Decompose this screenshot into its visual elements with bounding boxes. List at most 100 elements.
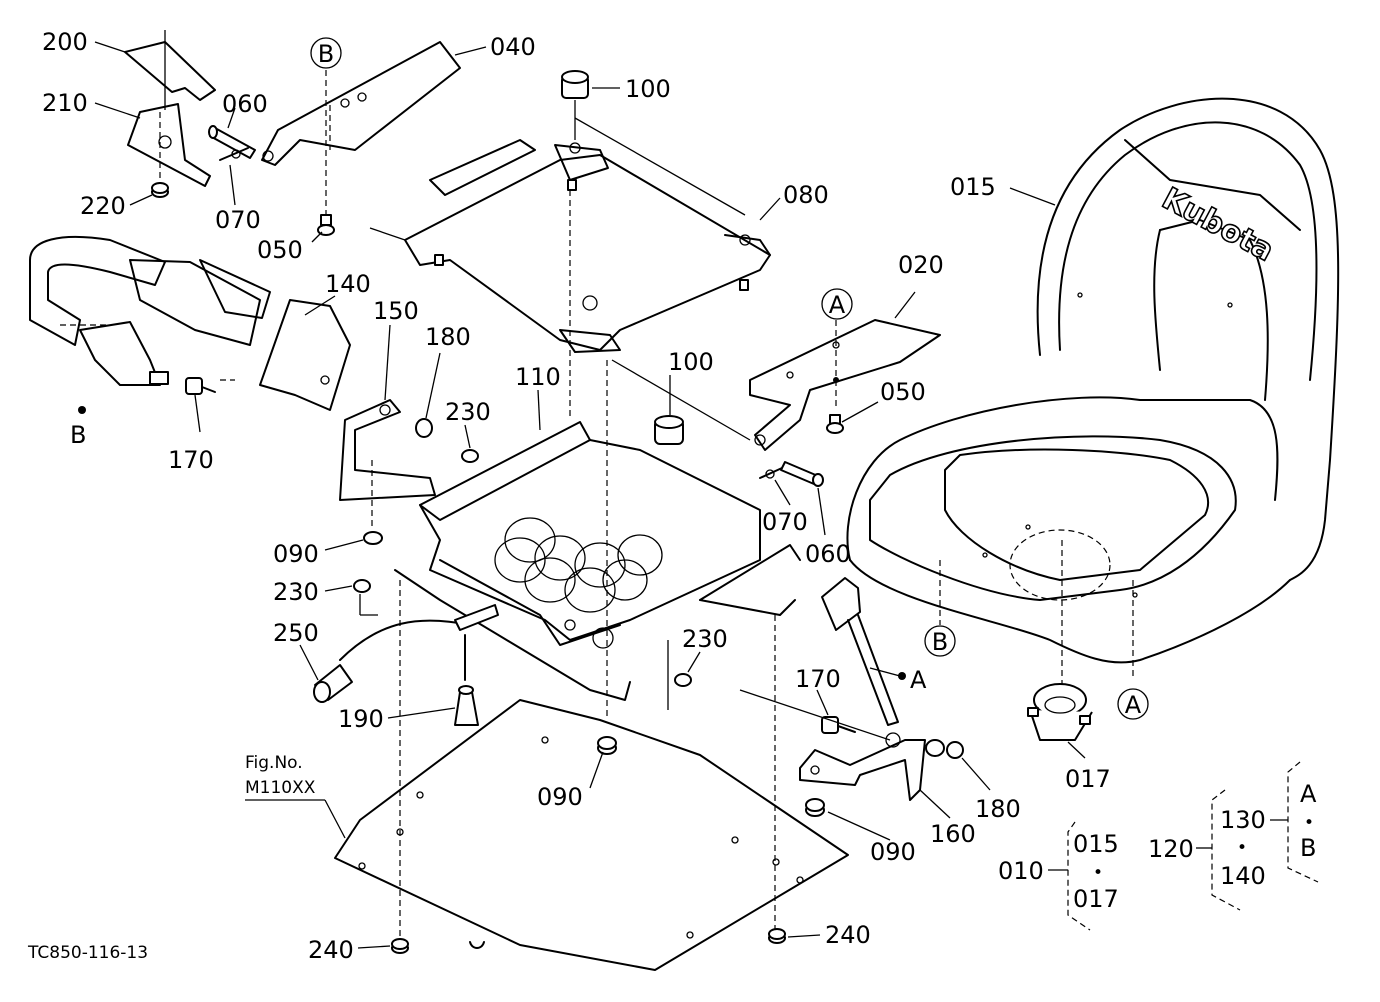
label-150: 150 xyxy=(373,297,419,325)
bolt-050-upper xyxy=(317,70,335,236)
svg-text:A: A xyxy=(1125,691,1142,719)
knob-190 xyxy=(454,634,479,726)
svg-text:•: • xyxy=(1304,813,1314,833)
svg-text:•: • xyxy=(1093,863,1103,883)
label-240-right: 240 xyxy=(825,921,871,949)
label-020: 020 xyxy=(898,251,944,279)
bolt-170-left xyxy=(185,377,216,395)
label-060-right: 060 xyxy=(805,540,851,568)
springs xyxy=(494,517,663,613)
label-250: 250 xyxy=(273,619,319,647)
bracket-200 xyxy=(124,30,216,110)
label-070-upper: 070 xyxy=(215,206,261,234)
seat-belt xyxy=(29,235,271,414)
svg-text:017: 017 xyxy=(1073,885,1119,913)
label-180-right: 180 xyxy=(975,795,1021,823)
roller-100-upper xyxy=(561,70,589,140)
group-130-ab: A • B xyxy=(1270,761,1319,883)
svg-text:140: 140 xyxy=(1220,862,1266,890)
ref-a-lever: A xyxy=(910,666,927,694)
label-090-left: 090 xyxy=(273,540,319,568)
seat-015 xyxy=(846,97,1340,664)
plate-140 xyxy=(220,299,351,411)
svg-text:B: B xyxy=(318,40,334,68)
fig-no-label: Fig.No. xyxy=(245,753,303,773)
label-060-upper: 060 xyxy=(222,90,268,118)
bracket-020 xyxy=(749,319,941,451)
label-070-right: 070 xyxy=(762,508,808,536)
nut-180-right xyxy=(925,739,964,759)
label-200: 200 xyxy=(42,28,88,56)
label-017: 017 xyxy=(1065,765,1111,793)
suspension-110 xyxy=(394,421,801,710)
svg-text:A: A xyxy=(1300,780,1317,808)
lever-ref-dot xyxy=(898,672,906,680)
cap-230-c xyxy=(674,673,692,687)
bracket-040 xyxy=(261,41,461,166)
pin-060-right xyxy=(780,461,824,487)
svg-text:130: 130 xyxy=(1220,806,1266,834)
svg-text:A: A xyxy=(829,291,846,319)
svg-text:015: 015 xyxy=(1073,830,1119,858)
figure-reference: Fig.No. M110XX xyxy=(245,753,316,798)
label-190: 190 xyxy=(338,705,384,733)
bracket-160 xyxy=(799,739,926,801)
roller-100-lower xyxy=(654,415,684,445)
part-labels: 200 210 220 040 060 070 050 100 080 015 … xyxy=(42,28,1111,964)
label-110: 110 xyxy=(515,363,561,391)
label-015: 015 xyxy=(950,173,996,201)
label-170-left: 170 xyxy=(168,446,214,474)
cap-230-a xyxy=(461,449,479,463)
ref-circle-a-upper: A xyxy=(821,288,853,320)
svg-text:010: 010 xyxy=(998,857,1044,885)
ref-circle-b-seat: B xyxy=(924,625,956,657)
nut-240-left xyxy=(391,938,409,954)
label-140: 140 xyxy=(325,270,371,298)
ref-circle-b-top: B xyxy=(310,37,342,69)
fig-no-value: M110XX xyxy=(245,778,316,798)
clip-070-right xyxy=(759,467,783,479)
label-180-upper: 180 xyxy=(425,323,471,351)
label-230-a: 230 xyxy=(445,398,491,426)
label-220: 220 xyxy=(80,192,126,220)
cap-230-b xyxy=(353,579,378,616)
label-050-upper: 050 xyxy=(257,236,303,264)
nut-090-center xyxy=(597,736,617,755)
nut-180-upper xyxy=(415,418,433,438)
svg-text:B: B xyxy=(932,628,948,656)
bracket-150 xyxy=(339,399,436,530)
label-100-upper: 100 xyxy=(625,75,671,103)
label-090-right: 090 xyxy=(870,838,916,866)
ref-circle-a-seat: A xyxy=(1117,688,1149,720)
bracket-210 xyxy=(127,103,211,187)
seat-rail-080 xyxy=(369,139,771,353)
nut-090-right xyxy=(805,798,825,817)
label-080: 080 xyxy=(783,181,829,209)
label-050-right: 050 xyxy=(880,378,926,406)
svg-text:B: B xyxy=(1300,834,1316,862)
label-230-b: 230 xyxy=(273,578,319,606)
ref-b-belt: B xyxy=(70,421,86,449)
label-170-right: 170 xyxy=(795,665,841,693)
lever-250 xyxy=(313,604,499,703)
label-240-left: 240 xyxy=(308,936,354,964)
label-090-center: 090 xyxy=(537,783,583,811)
nut-220 xyxy=(151,182,169,198)
suspension-017 xyxy=(1009,529,1111,741)
group-120: 120 130 • 140 xyxy=(1148,789,1266,911)
clip-070-upper xyxy=(219,147,249,161)
bolt-050-right xyxy=(826,414,844,434)
label-100-lower: 100 xyxy=(668,348,714,376)
label-040: 040 xyxy=(490,33,536,61)
drawing-code: TC850-116-13 xyxy=(27,943,148,963)
label-160: 160 xyxy=(930,820,976,848)
group-010: 010 015 • 017 xyxy=(998,821,1119,931)
seat-brand-logo: Kubota xyxy=(1156,181,1279,269)
svg-text:120: 120 xyxy=(1148,835,1194,863)
svg-text:•: • xyxy=(1237,838,1247,858)
lever-arm xyxy=(821,577,901,748)
nut-240-right xyxy=(768,928,786,944)
label-210: 210 xyxy=(42,89,88,117)
nut-090-left xyxy=(363,531,383,545)
